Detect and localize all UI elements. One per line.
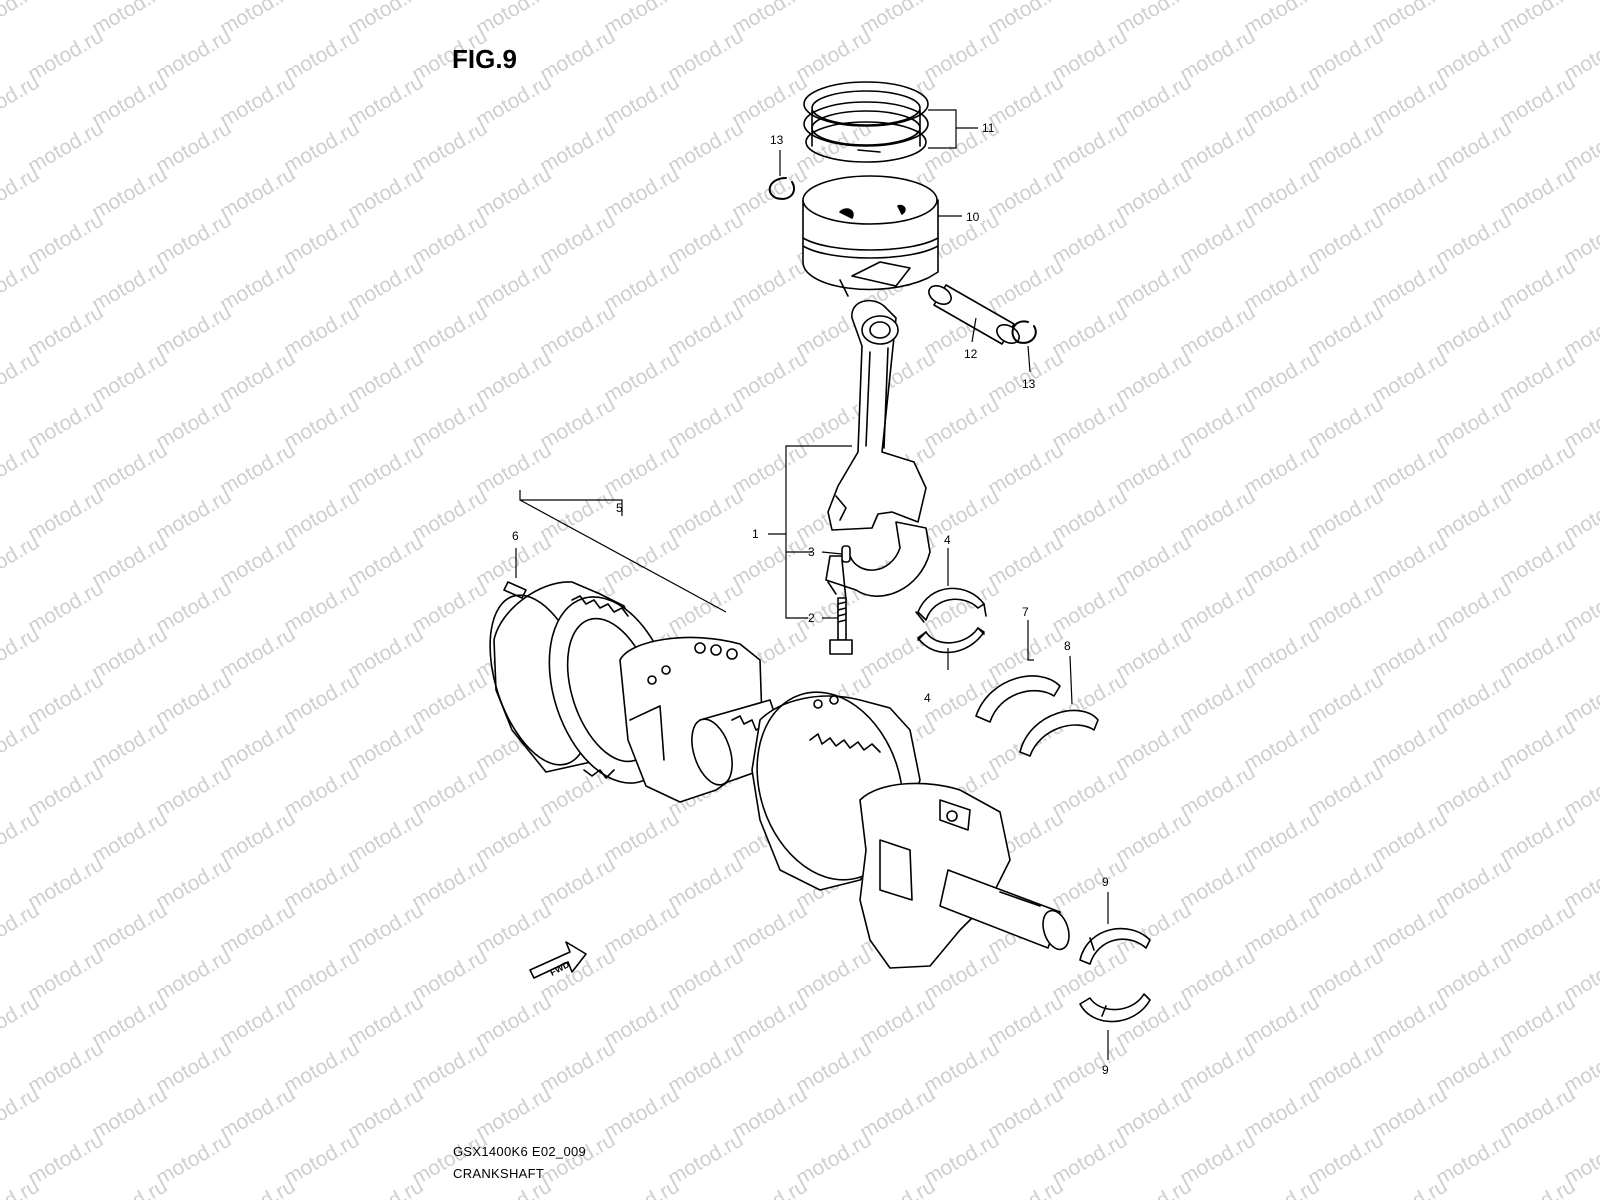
thrust-bearing-icon (975, 675, 1061, 723)
callout-7: 7 (1022, 605, 1029, 619)
crankshaft-icon (489, 581, 1070, 969)
footer-diagram-code: GSX1400K6 E02_009 (453, 1144, 587, 1159)
callout-4: 4 (924, 691, 931, 705)
figure-title: FIG.9 (452, 44, 518, 74)
rod-bolt-icon (829, 597, 853, 655)
circlip-icon (1011, 320, 1037, 344)
callout-12: 12 (964, 347, 978, 361)
journal-bearing-icon (1079, 927, 1151, 1023)
callout-13: 13 (770, 133, 784, 147)
callout-3: 3 (808, 545, 815, 559)
thrust-bearing-icon (1019, 709, 1099, 757)
callout-1: 1 (752, 527, 759, 541)
callout-8: 8 (1064, 639, 1071, 653)
callout-4: 4 (944, 533, 951, 547)
callout-11: 11 (982, 121, 995, 135)
circlip-icon (768, 177, 795, 200)
callout-13: 13 (1022, 377, 1036, 391)
connecting-rod-icon (825, 299, 931, 601)
piston-ring-set-icon (803, 81, 929, 163)
callout-2: 2 (808, 611, 815, 625)
pin-icon (841, 545, 851, 563)
forward-direction-arrow-icon (529, 941, 587, 979)
leader-lines (515, 109, 1109, 1060)
footer-diagram-name: CRANKSHAFT (453, 1166, 545, 1181)
piston-pin-icon (928, 284, 1020, 345)
dowel-pin-icon (503, 581, 527, 599)
callout-9: 9 (1102, 1063, 1109, 1077)
callout-9: 9 (1102, 875, 1109, 889)
callout-5: 5 (616, 501, 623, 515)
callout-10: 10 (966, 210, 980, 224)
callout-6: 6 (512, 529, 519, 543)
bearing-shell-icon (915, 587, 987, 654)
piston-icon (802, 175, 939, 297)
